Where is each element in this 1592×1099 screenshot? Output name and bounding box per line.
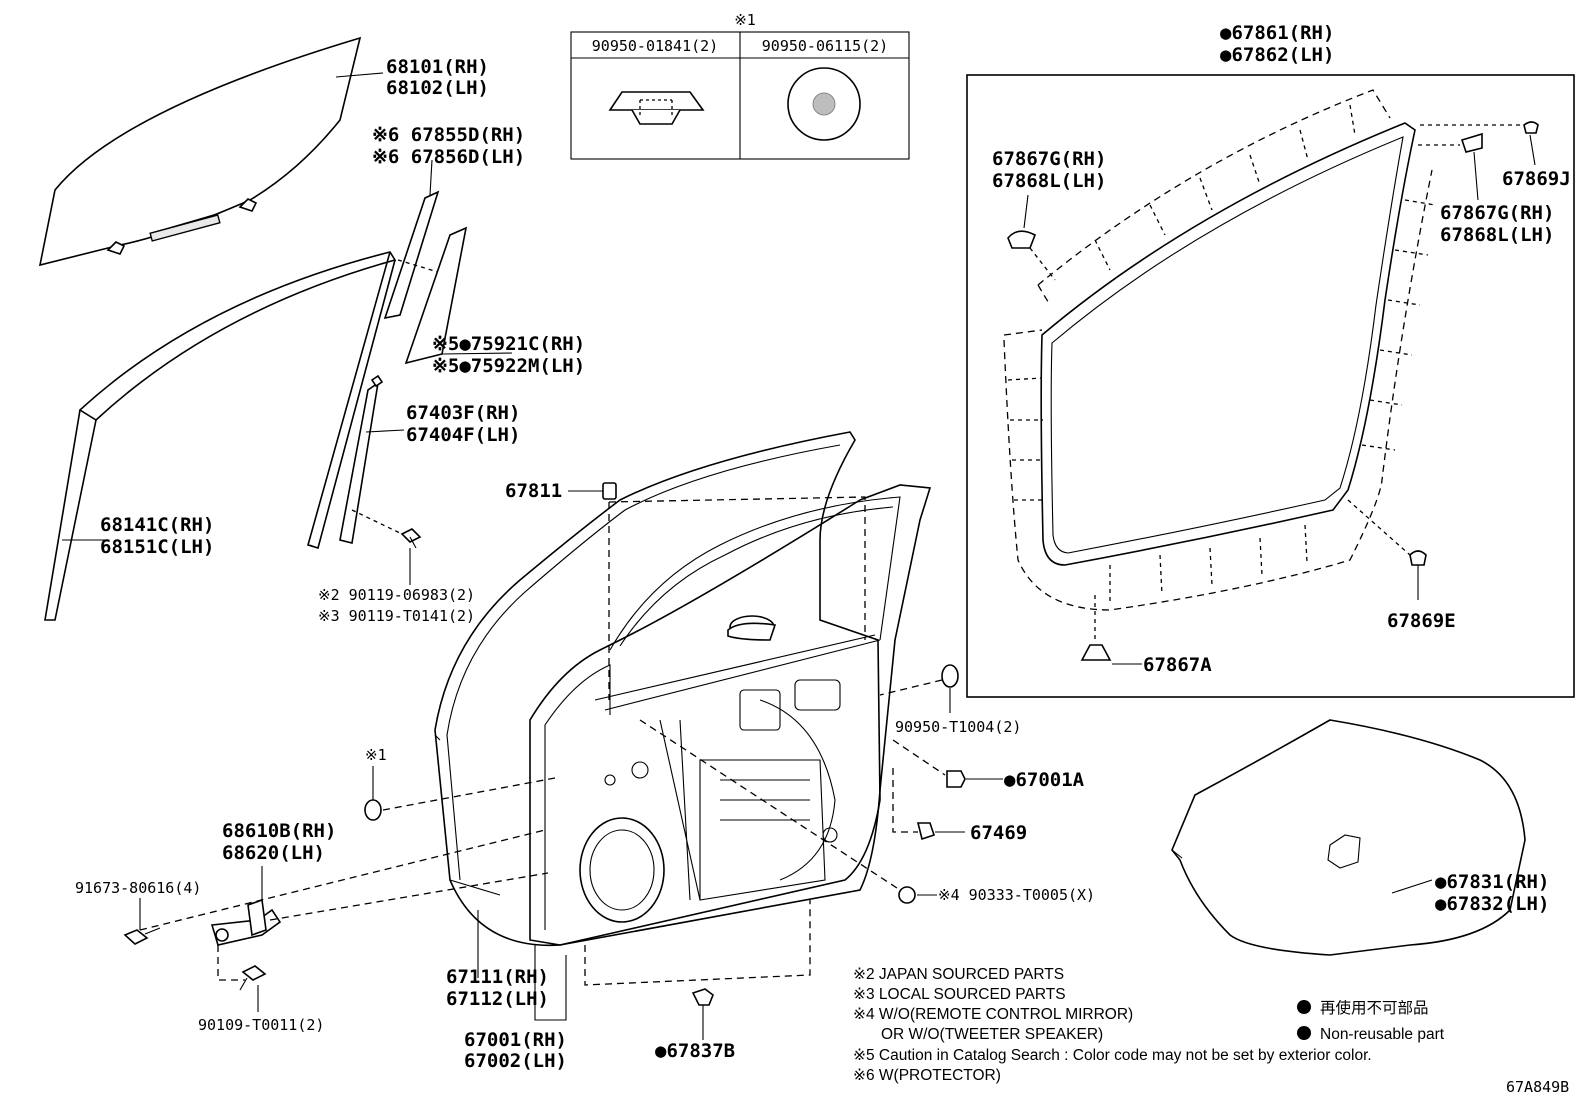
weatherstrip[interactable] <box>1003 89 1433 611</box>
weatherstrip-box <box>966 74 1575 698</box>
clip-67a-icon[interactable] <box>1080 644 1112 661</box>
label-bolt-d[interactable]: 90109-T0011(2) <box>198 1016 324 1034</box>
legend-jp: 再使用不可部品 <box>1320 999 1429 1017</box>
label-clip-j[interactable]: 67869J <box>1502 168 1571 190</box>
door-glass[interactable] <box>38 36 362 267</box>
legend-dot-icon <box>1297 1000 1311 1014</box>
hinge-icon[interactable] <box>210 898 282 946</box>
inset-col1-label[interactable]: 90950-01841(2) <box>592 37 718 55</box>
label-clip-l2-lh[interactable]: 67868L(LH) <box>1440 224 1554 246</box>
diagram-code: 67A849B <box>1506 1078 1569 1096</box>
run-channel[interactable] <box>339 374 384 544</box>
label-cushion[interactable]: 67811 <box>505 480 562 502</box>
cushion-icon[interactable] <box>602 482 617 500</box>
label-glass-lh[interactable]: 68102(LH) <box>386 77 489 99</box>
inset-col2-label[interactable]: 90950-06115(2) <box>762 37 888 55</box>
label-clip-469[interactable]: 67469 <box>970 822 1027 844</box>
bolt-icon[interactable] <box>400 528 422 549</box>
round-plug-icon <box>787 67 861 141</box>
label-clip-g-rh[interactable]: 67867G(RH) <box>992 148 1106 170</box>
note-2: ※3 LOCAL SOURCED PARTS <box>853 986 1066 1003</box>
note-4: OR W/O(TWEETER SPEAKER) <box>881 1026 1103 1043</box>
label-frame-rh[interactable]: 68141C(RH) <box>100 514 214 536</box>
label-glass-rh[interactable]: 68101(RH) <box>386 56 489 78</box>
clip-469-icon[interactable] <box>916 822 936 841</box>
label-cap[interactable]: 90950-T1004(2) <box>895 718 1021 736</box>
label-clip-b[interactable]: ●67837B <box>655 1040 735 1062</box>
label-clip-67a[interactable]: 67867A <box>1143 654 1212 676</box>
inset-clip-table: ※1 90950-01841(2) 90950-06115(2) <box>570 11 910 160</box>
label-garnish-rh[interactable]: ※5●75921C(RH) <box>432 333 585 355</box>
clip-e-icon[interactable] <box>1409 550 1427 566</box>
label-door-lh[interactable]: 67002(LH) <box>464 1050 567 1072</box>
bolt-c-icon[interactable] <box>123 927 161 945</box>
label-clip-e[interactable]: 67869E <box>1387 610 1456 632</box>
label-bolt-a[interactable]: ※2 90119-06983(2) <box>318 586 475 604</box>
label-protector-rh[interactable]: ※6 67855D(RH) <box>372 124 525 146</box>
label-ws-lh[interactable]: ●67862(LH) <box>1220 44 1334 66</box>
label-bolt-b[interactable]: ※3 90119-T0141(2) <box>318 607 475 625</box>
label-clip-a[interactable]: ●67001A <box>1004 769 1085 791</box>
label-hinge-lh[interactable]: 68620(LH) <box>222 842 325 864</box>
door-panel[interactable] <box>434 431 932 947</box>
protector[interactable] <box>383 190 440 320</box>
label-panel-rh[interactable]: 67111(RH) <box>446 966 549 988</box>
clip-j-icon[interactable] <box>1523 121 1539 134</box>
label-door-rh[interactable]: 67001(RH) <box>464 1029 567 1051</box>
service-hole-cover[interactable] <box>1171 719 1526 956</box>
plug-icon-small[interactable] <box>364 799 382 821</box>
label-run-rh[interactable]: 67403F(RH) <box>406 402 520 424</box>
label-plug-marker[interactable]: ※1 <box>365 746 387 764</box>
label-garnish-lh[interactable]: ※5●75922M(LH) <box>432 355 585 377</box>
plug-icon <box>608 91 705 125</box>
label-ws-rh[interactable]: ●67861(RH) <box>1220 22 1334 44</box>
clip-g-left-icon[interactable] <box>1007 230 1037 249</box>
label-film-rh[interactable]: ●67831(RH) <box>1435 871 1549 893</box>
legend-dot-icon-2 <box>1297 1026 1311 1040</box>
inset-marker: ※1 <box>734 11 756 29</box>
label-panel-lh[interactable]: 67112(LH) <box>446 988 549 1010</box>
label-protector-lh[interactable]: ※6 67856D(LH) <box>372 146 525 168</box>
weatherstrip-hatches <box>1007 104 1436 605</box>
label-clip-l-lh[interactable]: 67868L(LH) <box>992 170 1106 192</box>
note-3: ※4 W/O(REMOTE CONTROL MIRROR) <box>853 1006 1133 1023</box>
hole-plug-icon[interactable] <box>898 886 916 904</box>
window-frame[interactable] <box>44 251 397 621</box>
legend: 再使用不可部品 Non-reusable part <box>1297 999 1445 1043</box>
label-frame-lh[interactable]: 68151C(LH) <box>100 536 214 558</box>
legend-en: Non-reusable part <box>1320 1026 1445 1043</box>
label-film-lh[interactable]: ●67832(LH) <box>1435 893 1549 915</box>
footnotes: ※2 JAPAN SOURCED PARTS ※3 LOCAL SOURCED … <box>853 966 1372 1084</box>
note-5: ※5 Caution in Catalog Search : Color cod… <box>853 1047 1372 1064</box>
pillar-garnish[interactable] <box>404 226 468 365</box>
clip-a-icon[interactable] <box>946 770 966 788</box>
clip-b-icon[interactable] <box>691 988 714 1006</box>
label-bolt-c[interactable]: 91673-80616(4) <box>75 879 201 897</box>
note-1: ※2 JAPAN SOURCED PARTS <box>853 966 1064 983</box>
bolt-d-icon[interactable] <box>239 965 267 991</box>
clip-g-right-icon[interactable] <box>1460 132 1483 153</box>
label-clip-g2-rh[interactable]: 67867G(RH) <box>1440 202 1554 224</box>
note-6: ※6 W(PROTECTOR) <box>853 1067 1001 1084</box>
label-hinge-rh[interactable]: 68610B(RH) <box>222 820 336 842</box>
label-run-lh[interactable]: 67404F(LH) <box>406 424 520 446</box>
label-hole-plug[interactable]: ※4 90333-T0005(X) <box>938 886 1095 904</box>
cap-icon[interactable] <box>941 664 959 688</box>
